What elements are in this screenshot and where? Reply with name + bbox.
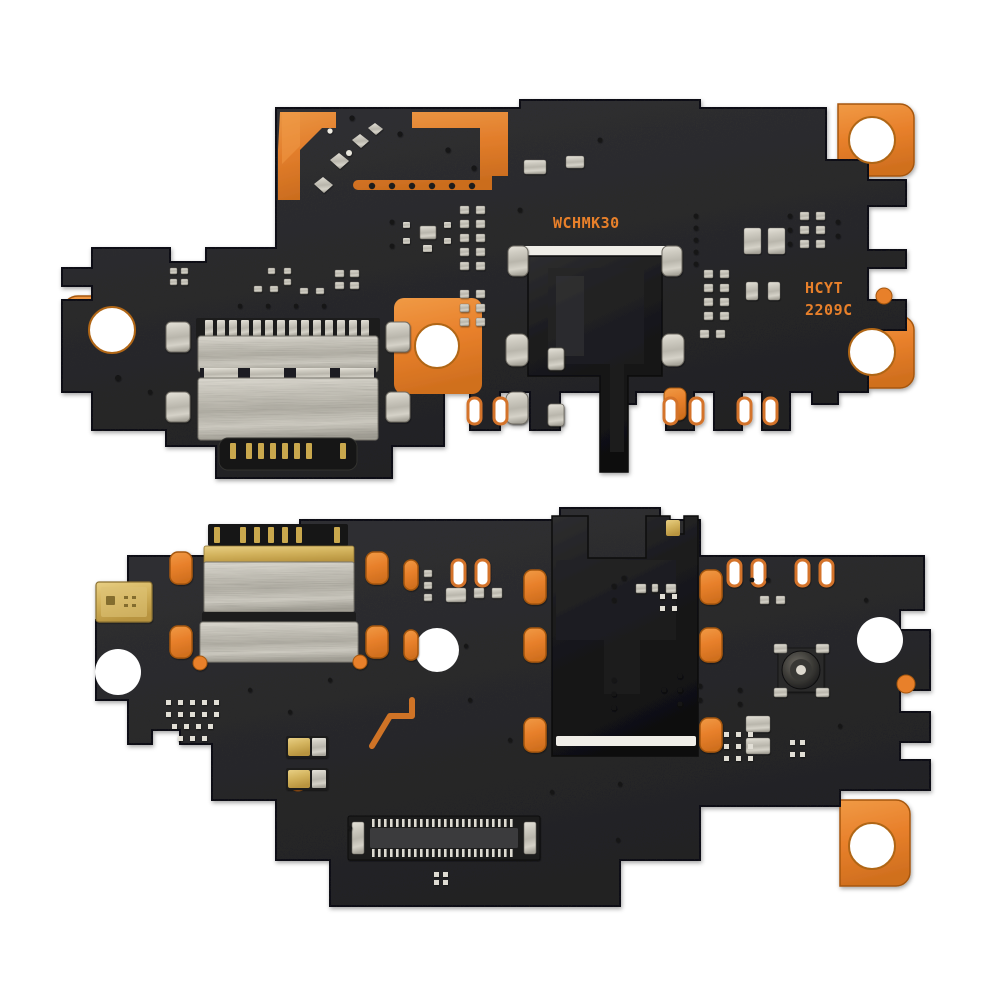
- back-side-view: [95, 507, 931, 907]
- front-copper-pour-top-left: [278, 112, 508, 200]
- silk-part-code: WCHMK30: [553, 214, 620, 232]
- front-edge-pads: [466, 396, 779, 426]
- silk-vendor-code: HCYT: [805, 279, 843, 297]
- usb-c-connector: [165, 318, 411, 471]
- back-smd-components: [166, 558, 869, 843]
- orange-trace-chevron: [369, 697, 415, 749]
- front-silkscreen: WCHMK30 HCYT 2209C: [553, 214, 853, 319]
- fpc-board-to-board-connector: [347, 815, 541, 885]
- front-smd-components: [115, 115, 841, 395]
- spring-contact-pads: [286, 736, 328, 790]
- silk-date-code: 2209C: [805, 301, 853, 319]
- headphone-jack-rear: [523, 515, 723, 757]
- front-mounting-holes: [88, 116, 896, 376]
- mems-microphone: [95, 581, 153, 623]
- coaxial-rf-connector: [773, 643, 830, 698]
- front-side-view: WCHMK30 HCYT 2209C: [61, 99, 915, 479]
- usb-c-connector-rear-shield: [169, 524, 389, 671]
